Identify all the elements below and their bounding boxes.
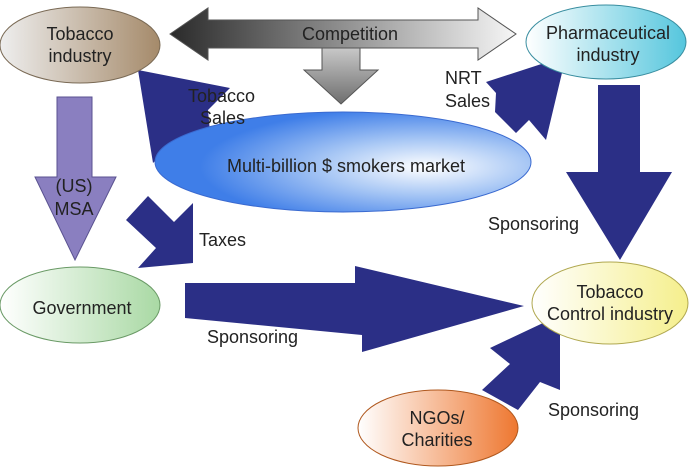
government-node: Government xyxy=(0,266,161,344)
pharma-sponsoring-label: Sponsoring xyxy=(488,214,579,234)
tobacco-sales-label-2: Sales xyxy=(200,108,245,128)
tobacco-control-label-2: Control industry xyxy=(547,304,673,324)
tobacco-industry-label-1: Tobacco xyxy=(46,24,113,44)
tobacco-control-industry-node: Tobacco Control industry xyxy=(531,261,689,345)
competition-label: Competition xyxy=(302,24,398,44)
gov-sponsoring-arrow xyxy=(185,266,524,352)
taxes-label: Taxes xyxy=(199,230,246,250)
smokers-market-node: Multi-billion $ smokers market xyxy=(154,111,532,213)
tobacco-industry-label-2: industry xyxy=(48,46,111,66)
msa-label-1: (US) xyxy=(56,176,93,196)
pharmaceutical-industry-node: Pharmaceutical industry xyxy=(525,4,687,80)
tobacco-sales-arrow xyxy=(138,70,230,163)
tobacco-sales-label-1: Tobacco xyxy=(188,86,255,106)
ngo-sponsoring-label: Sponsoring xyxy=(548,400,639,420)
nrt-sales-arrow xyxy=(486,56,566,140)
gov-sponsoring-label: Sponsoring xyxy=(207,327,298,347)
government-label: Government xyxy=(32,298,131,318)
ngo-sponsoring-arrow xyxy=(482,315,560,410)
ngos-charities-label-2: Charities xyxy=(401,430,472,450)
pharmaceutical-industry-label-1: Pharmaceutical xyxy=(546,23,670,43)
tobacco-industry-node: Tobacco industry xyxy=(0,6,161,84)
ngos-charities-label-1: NGOs/ xyxy=(409,408,464,428)
msa-label-2: MSA xyxy=(54,199,93,219)
competition-arrow xyxy=(169,7,517,105)
nrt-sales-label-1: NRT xyxy=(445,68,482,88)
msa-arrow xyxy=(34,96,117,262)
smokers-market-label: Multi-billion $ smokers market xyxy=(227,156,465,176)
nrt-sales-label-2: Sales xyxy=(445,91,490,111)
pharma-sponsoring-arrow xyxy=(566,85,672,260)
taxes-arrow xyxy=(126,196,193,268)
tobacco-control-label-1: Tobacco xyxy=(576,282,643,302)
pharmaceutical-industry-label-2: industry xyxy=(576,45,639,65)
ngos-charities-node: NGOs/ Charities xyxy=(357,389,519,467)
